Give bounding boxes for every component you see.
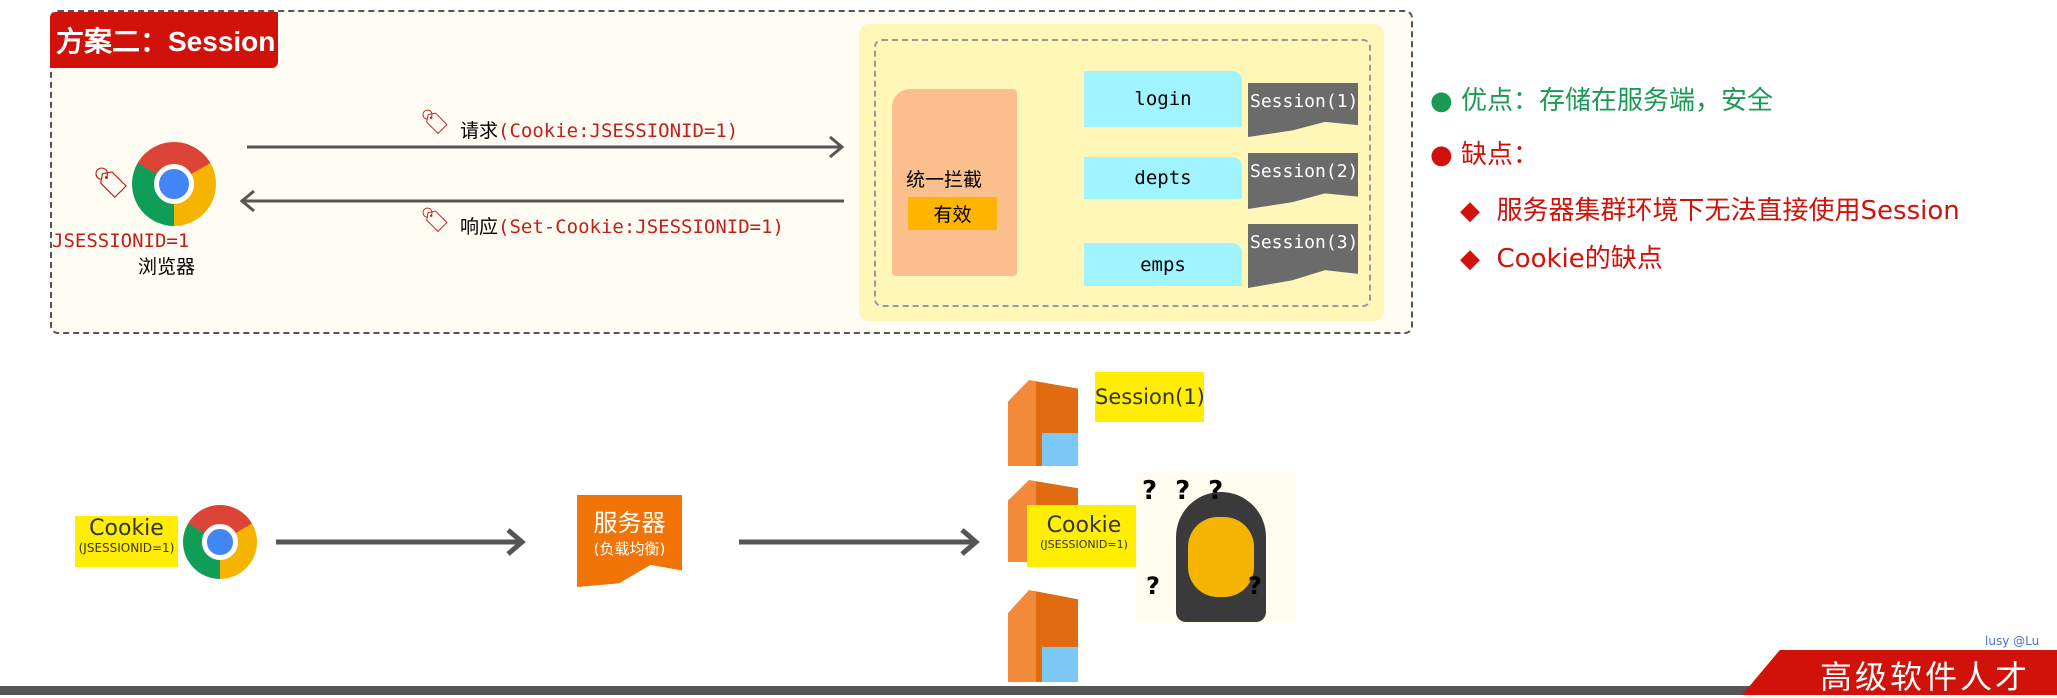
to-servers-arrow <box>739 528 980 556</box>
diamond-icon: ◆ <box>1460 244 1497 274</box>
to-load-balancer-arrow <box>276 528 526 556</box>
response-prefix: 响应 <box>460 216 499 238</box>
bullet-dot-icon: ● <box>1430 86 1461 116</box>
bottom-bar <box>0 686 2057 695</box>
brand-banner-text: 高级软件人才 <box>1820 658 2031 696</box>
interceptor-label: 统一拦截 <box>906 169 983 191</box>
page-title: 方案二：Session <box>50 12 278 68</box>
server-cookie-title: Cookie <box>1046 513 1122 538</box>
response-label: 响应(Set-Cookie:JSESSIONID=1) <box>460 212 784 239</box>
response-detail: (Set-Cookie:JSESSIONID=1) <box>498 216 784 238</box>
watermark: lusy @Lu <box>1985 634 2040 648</box>
bullet-dot-icon: ● <box>1430 140 1461 170</box>
request-detail: (Cookie:JSESSIONID=1) <box>498 120 739 142</box>
tag-icon: 🏷 <box>420 108 451 136</box>
pros-text: 优点：存储在服务端，安全 <box>1460 86 1773 116</box>
endpoint-depts: depts <box>1084 157 1242 199</box>
response-arrow <box>239 189 844 213</box>
load-balancer-sub: (负载均衡) <box>593 540 666 558</box>
cons-text: 缺点： <box>1460 140 1539 170</box>
cookie-title: Cookie <box>89 516 164 541</box>
server-cookie-detail: (JSESSIONID=1) <box>1040 538 1128 551</box>
tag-icon: 🏷 <box>420 206 451 234</box>
chrome-browser-icon <box>183 505 257 579</box>
load-balancer-label: 服务器 <box>593 509 666 537</box>
browser-cookie: JSESSIONID=1 <box>52 230 190 252</box>
request-label: 请求(Cookie:JSESSIONID=1) <box>460 116 738 143</box>
cookie-detail: (JSESSIONID=1) <box>78 541 175 555</box>
diamond-icon: ◆ <box>1460 196 1497 226</box>
browser-label: 浏览器 <box>138 256 196 278</box>
endpoint-login: login <box>1084 71 1242 127</box>
tag-icon: 🏷 <box>92 166 131 201</box>
confused-monkey-image: ??? ?? <box>1136 472 1296 623</box>
endpoint-emps: emps <box>1084 243 1242 286</box>
server-icon <box>1008 590 1078 682</box>
client-cookie-note: Cookie(JSESSIONID=1) <box>75 516 178 567</box>
cons-subitem: ◆ Cookie的缺点 <box>1460 238 1663 275</box>
chrome-browser-icon <box>132 142 216 226</box>
interceptor-box <box>892 89 1017 276</box>
server-cookie-note: Cookie(JSESSIONID=1) <box>1027 505 1141 567</box>
request-arrow <box>247 135 845 159</box>
cons-subitem-text: 服务器集群环境下无法直接使用Session <box>1496 196 1960 226</box>
cons-subitem: ◆ 服务器集群环境下无法直接使用Session <box>1460 190 1960 227</box>
server-icon <box>1008 380 1078 466</box>
cons-subitem-text: Cookie的缺点 <box>1496 244 1663 274</box>
cons-item: ● 缺点： <box>1430 134 1539 171</box>
server-inner-border <box>874 39 1371 307</box>
request-prefix: 请求 <box>460 120 499 142</box>
valid-badge: 有效 <box>908 197 997 230</box>
brand-banner <box>1742 650 2057 695</box>
server-session-note: Session(1) <box>1095 372 1205 422</box>
pros-item: ● 优点：存储在服务端，安全 <box>1430 80 1773 117</box>
